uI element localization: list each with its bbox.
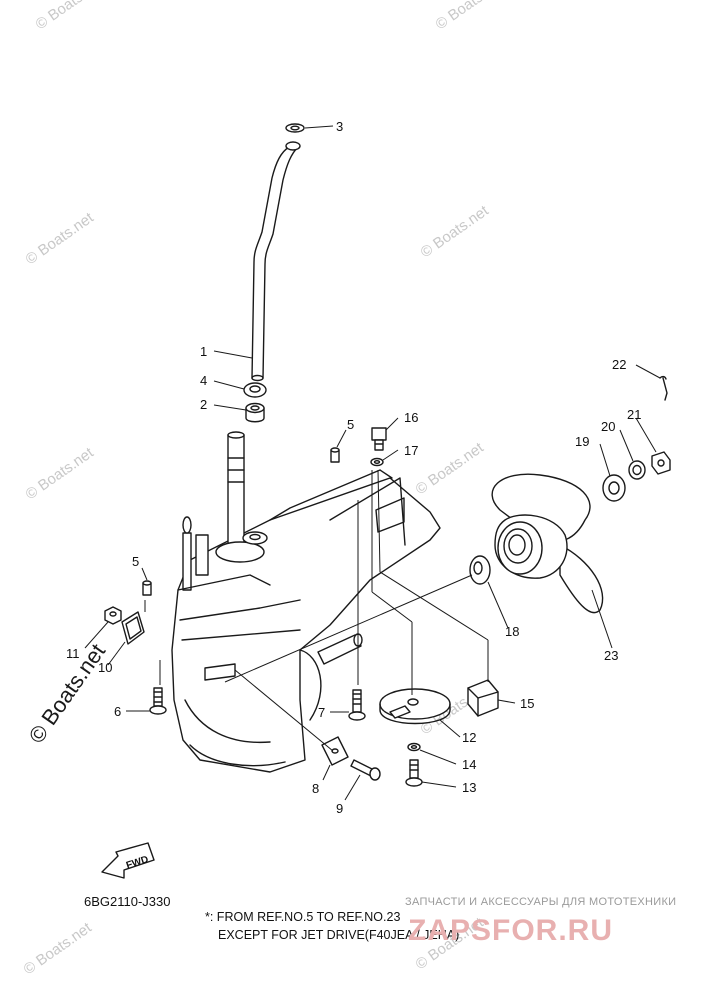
callout-22: 22	[612, 357, 626, 372]
part-11-nut	[104, 606, 122, 625]
callout-7: 7	[318, 705, 325, 720]
callout-5-top: 5	[347, 417, 354, 432]
watermark: © Boats.net	[23, 444, 98, 503]
part-16-bolt	[371, 427, 387, 451]
watermark: © Boats.net	[413, 439, 488, 498]
callout-14: 14	[462, 757, 476, 772]
callout-17: 17	[404, 443, 418, 458]
callout-5-left: 5	[132, 554, 139, 569]
diagram-code: 6BG2110-J330	[84, 894, 171, 909]
part-14-washer	[407, 742, 421, 752]
watermark: © Boats.net	[418, 202, 493, 261]
part-8-bracket	[321, 736, 349, 766]
part-5-dowel-left	[142, 580, 152, 596]
watermark: © Boats.net	[33, 0, 108, 33]
callout-15: 15	[520, 696, 534, 711]
note-line-2: EXCEPT FOR JET DRIVE(F40JEA / JEHA)	[218, 928, 459, 942]
watermark: © Boats.net	[23, 209, 98, 268]
callout-21: 21	[627, 407, 641, 422]
callout-20: 20	[601, 419, 615, 434]
watermark-layer: © Boats.net © Boats.net © Boats.net © Bo…	[21, 0, 508, 978]
callout-4: 4	[200, 373, 207, 388]
watermark: © Boats.net	[433, 0, 508, 33]
part-21-nut	[651, 451, 671, 475]
callout-23: 23	[604, 648, 618, 663]
part-12-anode-plate	[379, 688, 451, 725]
callout-19: 19	[575, 434, 589, 449]
part-13-bolt	[405, 759, 423, 787]
callout-18: 18	[505, 624, 519, 639]
callout-12: 12	[462, 730, 476, 745]
part-6-bolt	[149, 687, 167, 715]
watermark: © Boats.net	[21, 919, 96, 978]
callout-16: 16	[404, 410, 418, 425]
part-9-gasket	[121, 611, 145, 645]
callout-9: 10	[98, 660, 112, 675]
lower-casing	[171, 431, 441, 773]
callout-3: 3	[336, 119, 343, 134]
part-19-spacer	[602, 474, 626, 502]
leader-lines	[84, 125, 661, 801]
callout-13: 13	[462, 780, 476, 795]
part-18-thrust-washer	[469, 555, 491, 585]
callout-10: 9	[336, 801, 343, 816]
part-22-cotter-pin	[659, 375, 668, 401]
part-7-bolt	[348, 689, 366, 721]
fwd-arrow: FWD	[101, 842, 155, 879]
callout-8: 8	[312, 781, 319, 796]
part-3-washer	[285, 123, 305, 133]
part-17-washer	[370, 457, 384, 467]
part-2-seal	[245, 402, 265, 423]
branding-tagline: ЗАПЧАСТИ И АКСЕССУАРЫ ДЛЯ МОТОТЕХНИКИ	[405, 896, 676, 908]
part-4-grommet	[243, 382, 267, 398]
callouts: 3 1 4 2 5 16 17 5 11 10 6 7 8 9 12 14 13…	[66, 119, 641, 816]
part-23-propeller	[491, 473, 604, 614]
callout-2: 2	[200, 397, 207, 412]
branding-logo: ZAPSFOR.RU	[408, 914, 613, 947]
callout-6: 6	[114, 704, 121, 719]
part-20-washer	[628, 460, 646, 480]
part-1-water-pipe	[251, 141, 301, 382]
part-10-bolt	[350, 759, 381, 781]
callout-11: 11	[66, 646, 80, 661]
callout-1: 1	[200, 344, 207, 359]
note-line-1: *: FROM REF.NO.5 TO REF.NO.23	[205, 910, 400, 924]
part-5-dowel-top	[330, 447, 340, 463]
